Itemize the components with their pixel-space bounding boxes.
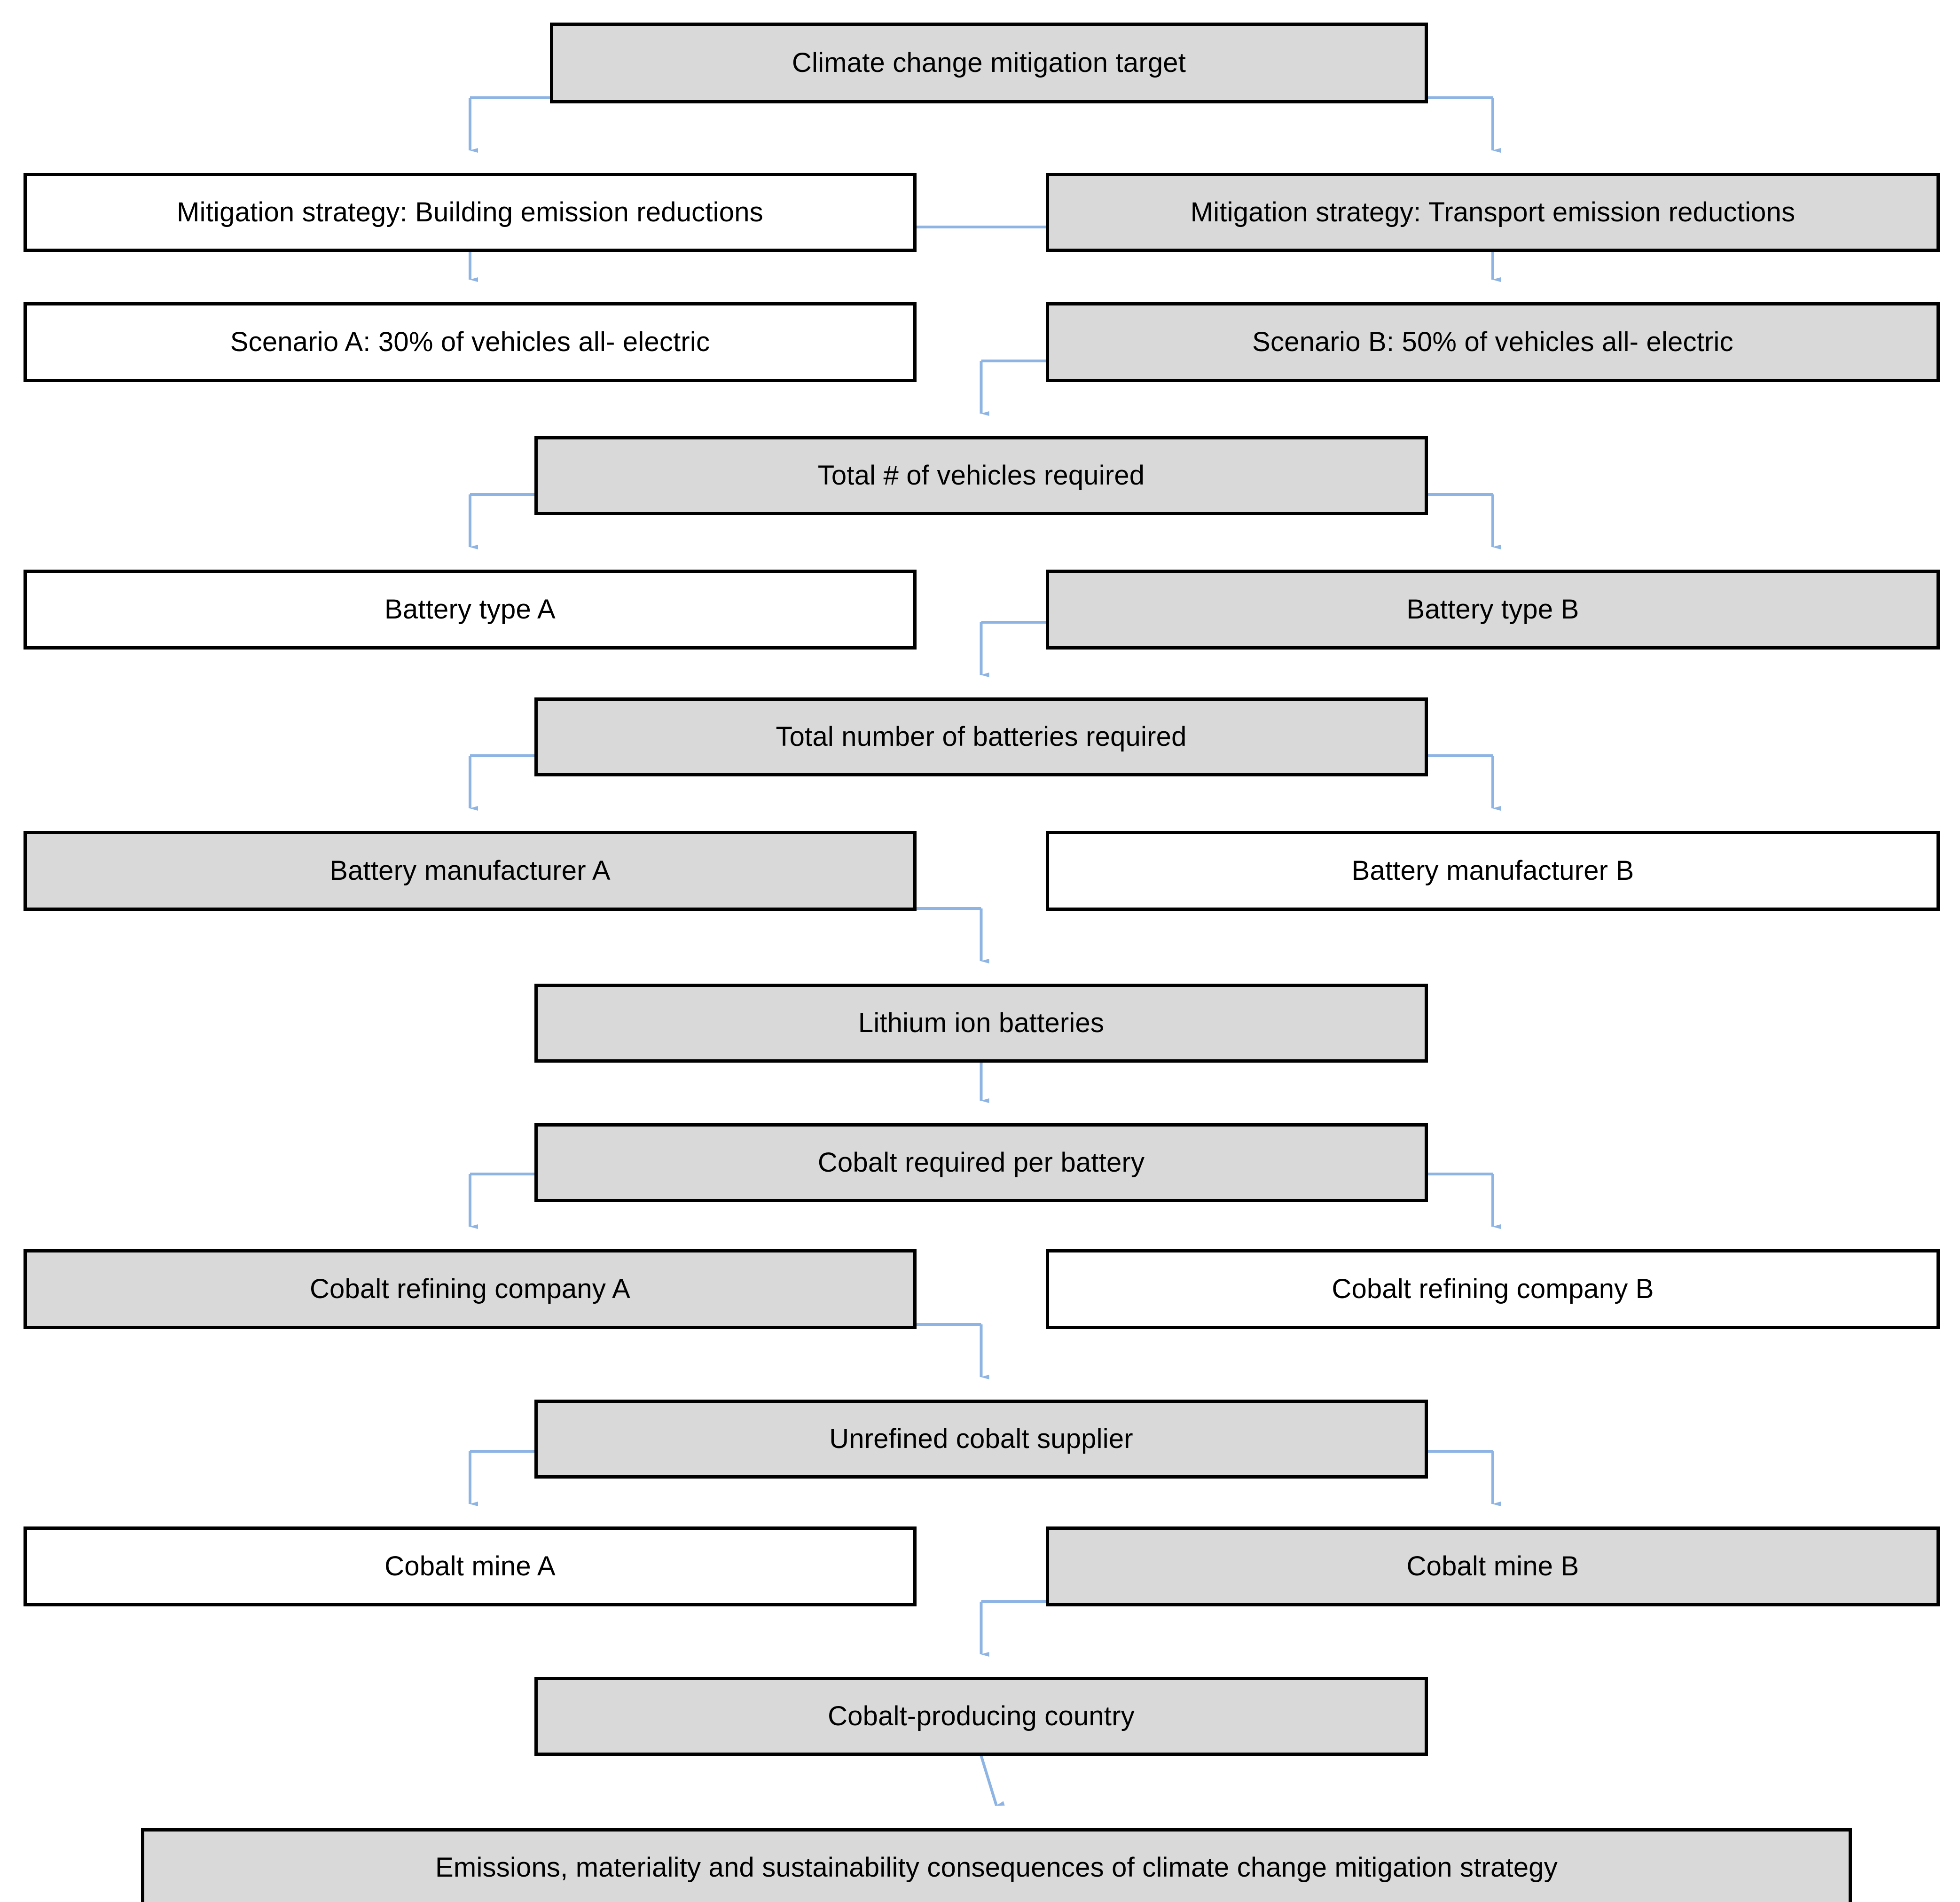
node-label-manufacturer-b: Battery manufacturer B	[1351, 855, 1634, 886]
node-label-refining-a: Cobalt refining company A	[309, 1273, 631, 1304]
node-total-batteries[interactable]: Total number of batteries required	[534, 697, 1428, 776]
node-label-strategy-building: Mitigation strategy: Building emission r…	[177, 196, 763, 227]
node-battery-type-a[interactable]: Battery type A	[24, 570, 917, 650]
node-label-strategy-transport: Mitigation strategy: Transport emission …	[1190, 196, 1795, 227]
node-label-battery-type-b: Battery type B	[1406, 594, 1579, 625]
node-label-scenario-b: Scenario B: 50% of vehicles all- electri…	[1252, 326, 1733, 357]
node-label-total-batteries: Total number of batteries required	[776, 721, 1187, 752]
node-label-total-vehicles: Total # of vehicles required	[817, 460, 1145, 491]
node-refining-a[interactable]: Cobalt refining company A	[24, 1249, 917, 1329]
node-refining-b[interactable]: Cobalt refining company B	[1046, 1249, 1940, 1329]
node-scenario-b[interactable]: Scenario B: 50% of vehicles all- electri…	[1046, 302, 1940, 382]
node-battery-type-b[interactable]: Battery type B	[1046, 570, 1940, 650]
node-label-cobalt-per-battery: Cobalt required per battery	[817, 1147, 1145, 1178]
node-label-refining-b: Cobalt refining company B	[1332, 1273, 1654, 1304]
node-manufacturer-b[interactable]: Battery manufacturer B	[1046, 831, 1940, 911]
node-lithium-ion[interactable]: Lithium ion batteries	[534, 984, 1428, 1063]
node-mine-a[interactable]: Cobalt mine A	[24, 1526, 917, 1606]
node-climate-target[interactable]: Climate change mitigation target	[550, 23, 1428, 103]
node-label-mine-b: Cobalt mine B	[1406, 1550, 1579, 1581]
node-mine-b[interactable]: Cobalt mine B	[1046, 1526, 1940, 1606]
connector-e13	[980, 1755, 1005, 1806]
node-strategy-building[interactable]: Mitigation strategy: Building emission r…	[24, 173, 917, 252]
node-total-vehicles[interactable]: Total # of vehicles required	[534, 436, 1428, 515]
node-label-battery-type-a: Battery type A	[384, 594, 556, 625]
node-consequences[interactable]: Emissions, materiality and sustainabilit…	[141, 1828, 1852, 1902]
node-label-unrefined-supplier: Unrefined cobalt supplier	[829, 1423, 1133, 1454]
node-label-lithium-ion: Lithium ion batteries	[858, 1007, 1105, 1038]
node-strategy-transport[interactable]: Mitigation strategy: Transport emission …	[1046, 173, 1940, 252]
node-cobalt-per-battery[interactable]: Cobalt required per battery	[534, 1123, 1428, 1202]
node-cobalt-country[interactable]: Cobalt-producing country	[534, 1677, 1428, 1756]
node-label-scenario-a: Scenario A: 30% of vehicles all- electri…	[230, 326, 710, 357]
node-label-mine-a: Cobalt mine A	[384, 1550, 556, 1581]
node-unrefined-supplier[interactable]: Unrefined cobalt supplier	[534, 1400, 1428, 1479]
node-label-consequences: Emissions, materiality and sustainabilit…	[435, 1852, 1558, 1883]
node-label-cobalt-country: Cobalt-producing country	[828, 1700, 1135, 1731]
node-manufacturer-a[interactable]: Battery manufacturer A	[24, 831, 917, 911]
node-label-climate-target: Climate change mitigation target	[792, 47, 1186, 78]
node-label-manufacturer-a: Battery manufacturer A	[329, 855, 611, 886]
node-scenario-a[interactable]: Scenario A: 30% of vehicles all- electri…	[24, 302, 917, 382]
